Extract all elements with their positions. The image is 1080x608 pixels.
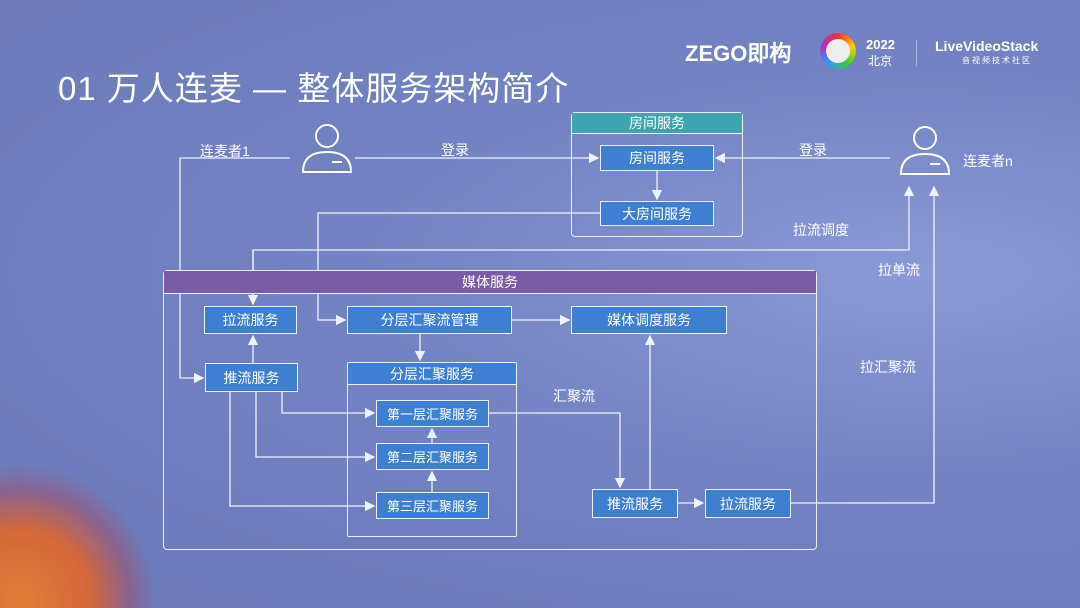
- livevideostack-logo: LiveVideoStack: [935, 38, 1039, 54]
- layer-aggregate-mgmt-box[interactable]: 分层汇聚流管理: [347, 306, 512, 334]
- logo-divider: [916, 40, 917, 66]
- event-year: 2022: [866, 37, 895, 52]
- room-service-group: [571, 112, 743, 237]
- layer2-aggregate-box[interactable]: 第二层汇聚服务: [376, 443, 489, 470]
- actor-right-label: 连麦者n: [963, 153, 1013, 169]
- media-schedule-service-box[interactable]: 媒体调度服务: [571, 306, 727, 334]
- media-service-group-header: 媒体服务: [164, 271, 816, 294]
- livevideostack-subtitle: 音视频技术社区: [962, 56, 1032, 65]
- edge-label-login-right: 登录: [799, 142, 827, 158]
- layer1-aggregate-box[interactable]: 第一层汇聚服务: [376, 400, 489, 427]
- actor-left-label: 连麦者1: [200, 143, 250, 159]
- zego-logo: ZEGO即构: [685, 41, 792, 66]
- room-service-box[interactable]: 房间服务: [600, 145, 714, 171]
- edge-label-pull-single: 拉单流: [878, 262, 920, 278]
- big-room-service-box[interactable]: 大房间服务: [600, 201, 714, 226]
- room-service-group-header: 房间服务: [572, 113, 742, 134]
- push-service-box-2[interactable]: 推流服务: [592, 489, 678, 518]
- edge-label-login-left: 登录: [441, 142, 469, 158]
- layer3-aggregate-box[interactable]: 第三层汇聚服务: [376, 492, 489, 519]
- user-icon-right: [899, 126, 951, 175]
- event-city: 北京: [868, 54, 893, 68]
- layer-aggregate-group-header: 分层汇聚服务: [348, 363, 516, 385]
- pull-service-box-2[interactable]: 拉流服务: [705, 489, 791, 518]
- event-badge-icon: [820, 33, 856, 69]
- media-service-group-title: 媒体服务: [462, 274, 518, 290]
- edge-label-pull-schedule: 拉流调度: [793, 222, 849, 238]
- media-service-group: [163, 270, 817, 550]
- push-service-box[interactable]: 推流服务: [205, 363, 298, 392]
- edge-label-pull-aggregate: 拉汇聚流: [860, 359, 916, 375]
- user-icon-left: [301, 124, 353, 173]
- page-title: 01 万人连麦 — 整体服务架构简介: [58, 70, 570, 107]
- layer-aggregate-group: [347, 362, 517, 537]
- pull-service-box[interactable]: 拉流服务: [204, 306, 297, 334]
- edge-label-aggregate-stream: 汇聚流: [553, 388, 595, 404]
